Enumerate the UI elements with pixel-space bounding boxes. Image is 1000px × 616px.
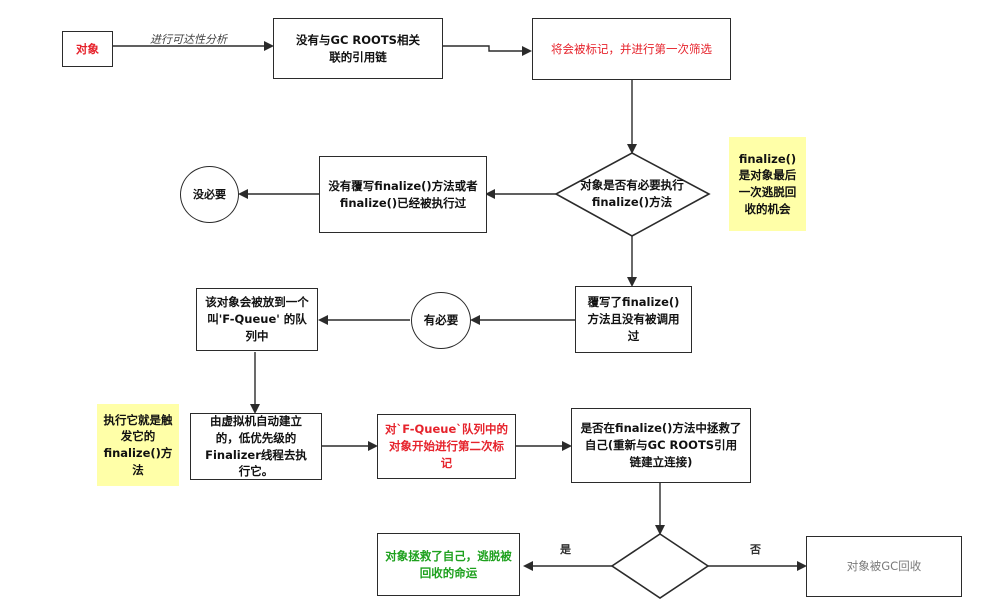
decision-diamond-rescued [610, 533, 710, 599]
node-object-label: 对象 [76, 41, 99, 56]
edge-no-gc-roots-to-first-mark [443, 45, 532, 56]
decision-finalize-check-text: 对象是否有必要执行finalize()方法 [572, 175, 692, 213]
note-execute-trigger: 执行它就是触发它的finalize()方法 [97, 404, 179, 486]
node-first-mark-label: 将会被标记，并进行第一次筛选 [551, 41, 712, 56]
edge-label-yes: 是 [560, 543, 571, 556]
node-not-needed-label: 没必要 [193, 187, 226, 201]
node-fqueue: 该对象会被放到一个叫'F-Queue' 的队列中 [196, 288, 318, 351]
node-overridden-label: 覆写了finalize()方法且没有被调用过 [587, 295, 680, 343]
node-second-mark: 对`F-Queue`队列中的对象开始进行第二次标记 [377, 414, 516, 479]
node-fqueue-label: 该对象会被放到一个叫'F-Queue' 的队列中 [205, 295, 309, 343]
node-no-gc-roots-label: 没有与GC ROOTS相关联的引用链 [296, 32, 420, 64]
decision-diamond-finalize-check [554, 152, 711, 237]
node-no-override-label: 没有覆写finalize()方法或者finalize()已经被执行过 [328, 178, 478, 210]
node-self-rescue-check: 是否在finalize()方法中拯救了自己(重新与GC ROOTS引用链建立连接… [571, 408, 751, 483]
node-not-needed: 没必要 [180, 166, 239, 223]
node-needed: 有必要 [411, 292, 471, 349]
node-escaped-label: 对象拯救了自己，逃脱被回收的命运 [385, 548, 512, 580]
note-last-chance: finalize()是对象最后一次逃脱回收的机会 [729, 137, 806, 231]
node-collected-label: 对象被GC回收 [846, 559, 922, 574]
edge-label-reachability: 进行可达性分析 [150, 33, 227, 46]
node-no-gc-roots: 没有与GC ROOTS相关联的引用链 [273, 18, 443, 79]
node-second-mark-label: 对`F-Queue`队列中的对象开始进行第二次标记 [384, 422, 509, 470]
node-finalizer-thread-label: 由虚拟机自动建立的，低优先级的Finalizer线程去执行它。 [205, 414, 307, 479]
node-finalizer-thread: 由虚拟机自动建立的，低优先级的Finalizer线程去执行它。 [190, 413, 322, 480]
node-needed-label: 有必要 [423, 313, 459, 328]
node-first-mark: 将会被标记，并进行第一次筛选 [532, 18, 731, 80]
edge-label-no: 否 [750, 543, 761, 556]
note-execute-trigger-label: 执行它就是触发它的finalize()方法 [103, 412, 173, 477]
node-escaped: 对象拯救了自己，逃脱被回收的命运 [377, 533, 520, 596]
node-object: 对象 [62, 31, 113, 67]
decision-finalize-check-label: 对象是否有必要执行finalize()方法 [580, 178, 684, 209]
node-collected: 对象被GC回收 [806, 536, 962, 597]
node-self-rescue-check-label: 是否在finalize()方法中拯救了自己(重新与GC ROOTS引用链建立连接… [580, 421, 742, 469]
node-overridden: 覆写了finalize()方法且没有被调用过 [575, 286, 692, 353]
note-last-chance-label: finalize()是对象最后一次逃脱回收的机会 [738, 151, 797, 216]
node-no-override: 没有覆写finalize()方法或者finalize()已经被执行过 [319, 156, 487, 233]
